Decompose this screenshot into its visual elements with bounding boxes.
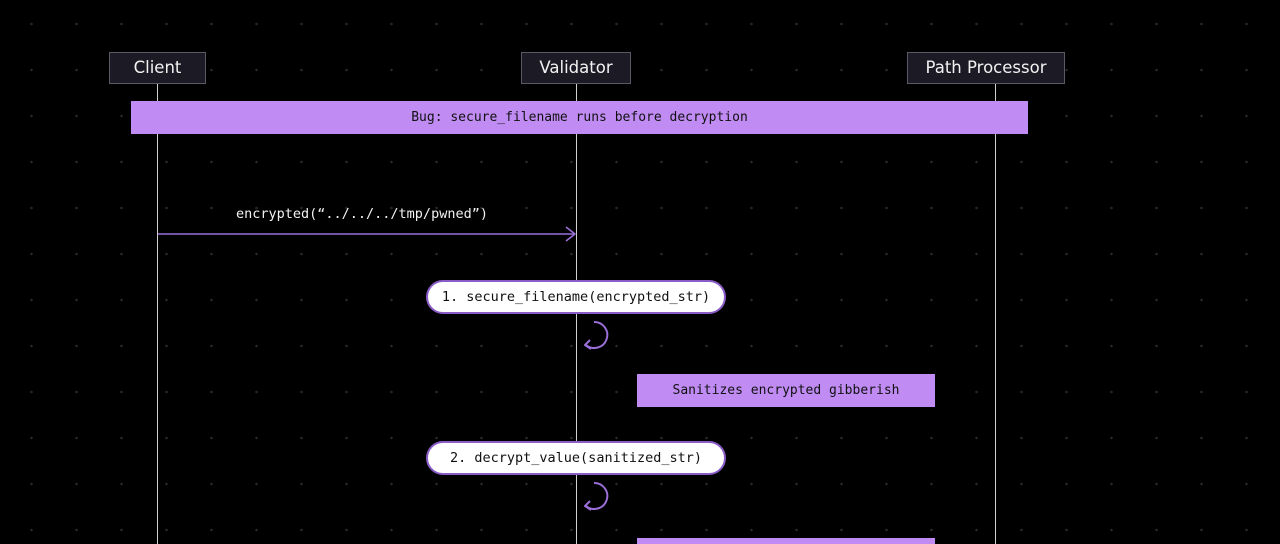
sanitizes-note: Sanitizes encrypted gibberish [637,374,935,407]
client-lifeline [157,84,158,544]
self-loop-1 [585,320,609,349]
self-loop-2-head [584,500,592,511]
self-loop-1-head [584,339,592,350]
message-arrow-head [565,226,576,242]
message-label-encrypted: encrypted(“../../../tmp/pwned”) [236,206,488,222]
step-decrypt-value: 2. decrypt_value(sanitized_str) [426,441,726,475]
self-loop-2 [585,481,609,510]
participant-client: Client [109,52,206,84]
participant-path-processor: Path Processor [907,52,1065,84]
bottom-note-partial [637,538,935,544]
bug-note: Bug: secure_filename runs before decrypt… [131,101,1028,134]
validator-lifeline [576,84,577,544]
path-processor-lifeline [995,84,996,544]
participant-validator: Validator [521,52,631,84]
step-secure-filename: 1. secure_filename(encrypted_str) [426,280,726,314]
